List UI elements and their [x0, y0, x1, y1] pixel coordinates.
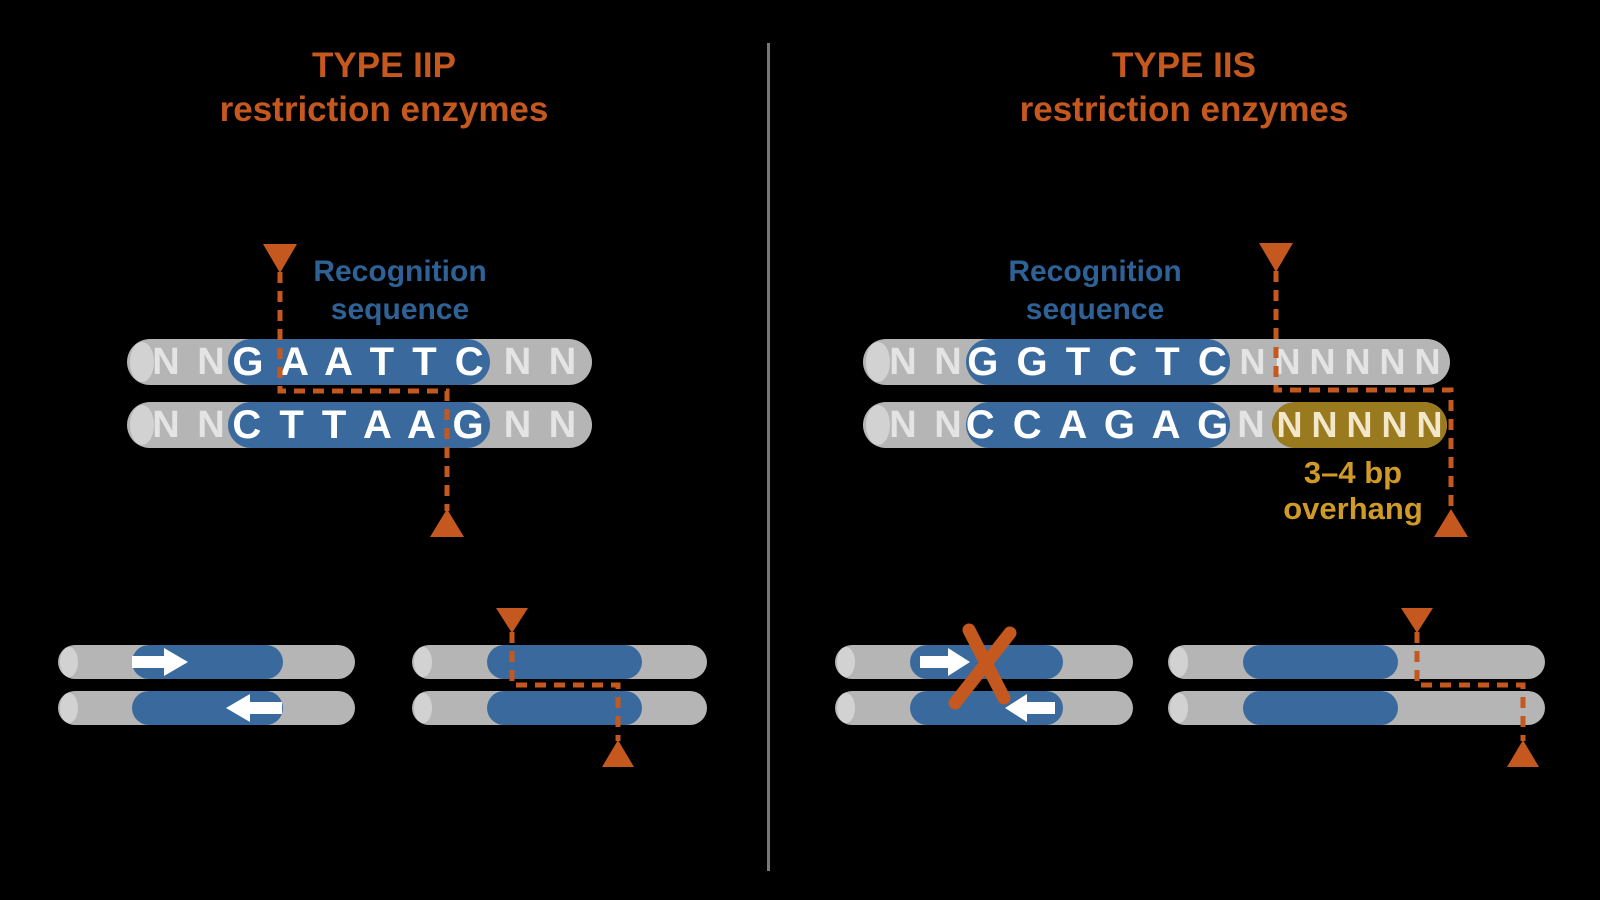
left-bottom-cut-marker [496, 608, 634, 767]
flank-sequence: N N [889, 340, 964, 383]
cut-arrow-up-icon [430, 509, 464, 537]
right-result-strand-top [835, 645, 1133, 679]
recognition-region [132, 645, 283, 679]
left-result-strand-bottom [58, 691, 355, 725]
flank-sequence: N N [889, 403, 964, 446]
strand-end-cap [1170, 693, 1188, 723]
strand-end-cap [414, 647, 432, 677]
strand-end-cap [60, 693, 78, 723]
flank-sequence: N N [152, 340, 227, 383]
strand-end-cap [1170, 647, 1188, 677]
strand-end-cap [130, 405, 154, 445]
downstream-n-sequence: N N N N N N [1239, 341, 1441, 382]
recognition-label-line2: sequence [330, 293, 470, 326]
left-title-line1: TYPE IIP [312, 46, 456, 85]
right-bottom-cut-marker [1401, 608, 1539, 767]
cut-arrow-down-icon [496, 608, 528, 633]
cut-arrow-down-icon [1259, 243, 1293, 272]
right-panel-title: TYPE IIS restriction enzymes [768, 44, 1600, 132]
overhang-label-line1: 3–4 bp [1303, 455, 1403, 490]
recognition-label-line1: Recognition [1008, 255, 1182, 288]
left-panel-title: TYPE IIP restriction enzymes [0, 44, 768, 132]
overhang-label-line2: overhang [1283, 491, 1423, 526]
left-dna-strand-bottom: N N C T T A A G N N [127, 402, 592, 448]
cut-arrow-up-icon [1507, 740, 1539, 767]
left-dna-strand-top: N N G A A T T C N N [127, 339, 592, 385]
right-cut-strand-bottom [1168, 691, 1545, 725]
strand-end-cap [866, 405, 890, 445]
cut-arrow-up-icon [602, 740, 634, 767]
right-dna-strand-top: N N G G T C T C N N N N N N [863, 339, 1450, 385]
recognition-site-sequence: G G T C T C [966, 339, 1230, 385]
strand-end-cap [837, 647, 855, 677]
recognition-region [132, 691, 283, 725]
recognition-site-sequence: G A A T T C [228, 339, 490, 385]
recognition-region [910, 645, 1063, 679]
overhang-sequence: N N N N N [1272, 402, 1447, 448]
right-dna-strand-bottom: N N C C A G A G N N N N N N [863, 402, 1447, 448]
strand-end-cap [60, 647, 78, 677]
flank-sequence: N N [503, 403, 579, 446]
recognition-site-sequence: C T T A A G [228, 402, 490, 448]
strand-end-cap [130, 342, 154, 382]
left-title-line2: restriction enzymes [219, 90, 549, 129]
strand-end-cap [837, 693, 855, 723]
right-title-line2: restriction enzymes [1019, 90, 1349, 129]
recognition-region [1243, 645, 1398, 679]
left-cut-strand-top [412, 645, 707, 679]
recognition-label-line2: sequence [1025, 293, 1165, 326]
recognition-region [487, 645, 642, 679]
recognition-label-line1: Recognition [313, 255, 487, 288]
right-cut-strand-top [1168, 645, 1545, 679]
cut-arrow-down-icon [1401, 608, 1433, 633]
strand-end-cap [414, 693, 432, 723]
right-recognition-sequence-label: Recognition sequence [945, 253, 1245, 329]
flank-sequence: N N [152, 403, 227, 446]
spacer-n: N [1237, 403, 1265, 446]
recognition-region [910, 691, 1063, 725]
recognition-region [1243, 691, 1398, 725]
panel-divider [767, 43, 770, 871]
left-result-strand-top [58, 645, 355, 679]
left-recognition-sequence-label: Recognition sequence [250, 253, 550, 329]
flank-sequence: N N [503, 340, 579, 383]
strand-end-cap [866, 342, 890, 382]
right-result-strand-bottom [835, 691, 1133, 725]
recognition-region [487, 691, 642, 725]
left-cut-strand-bottom [412, 691, 707, 725]
right-title-line1: TYPE IIS [1112, 46, 1256, 85]
overhang-length-label: 3–4 bp overhang [1253, 455, 1453, 527]
recognition-site-sequence: C C A G A G [965, 402, 1231, 448]
